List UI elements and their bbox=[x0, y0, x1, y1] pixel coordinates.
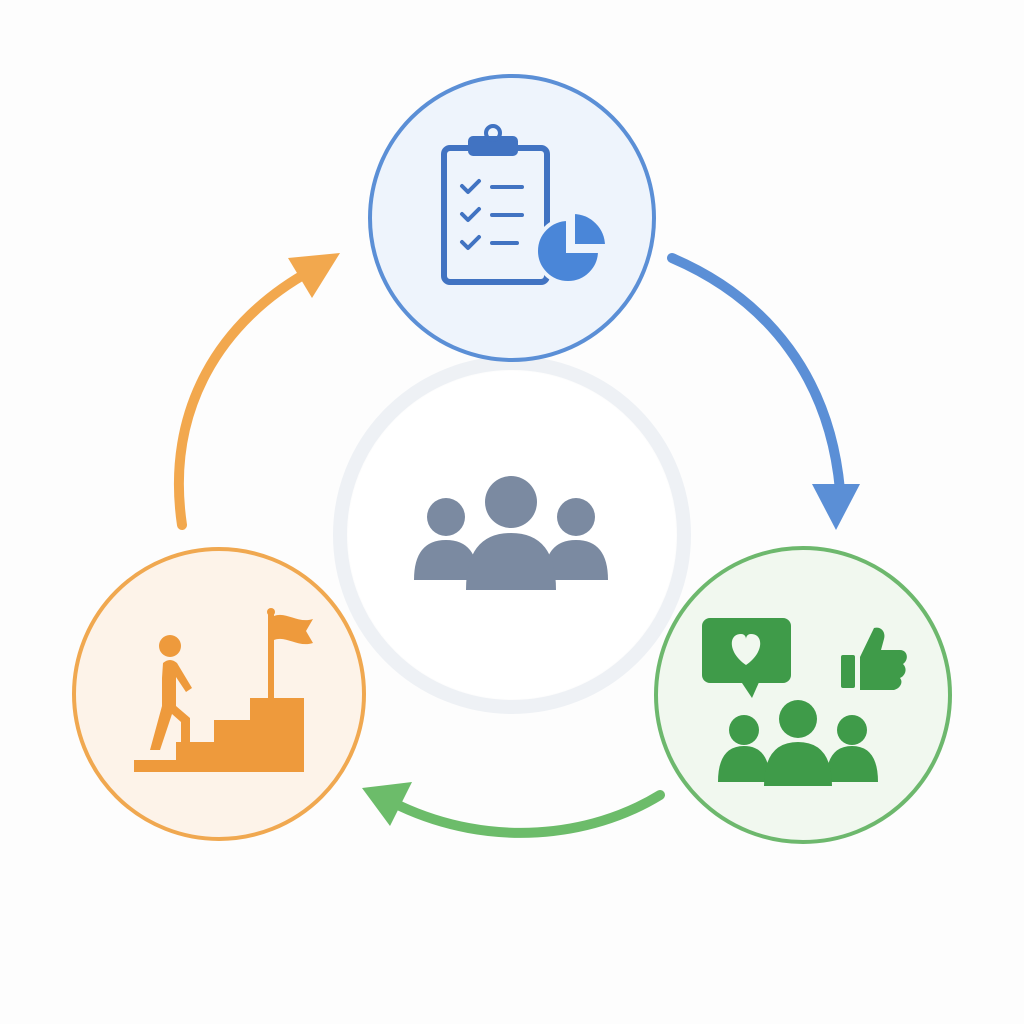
clipboard-checklist-pie-chart-icon bbox=[441, 124, 610, 285]
climbing-stairs-to-flag-icon bbox=[134, 608, 313, 772]
arrow-grow-to-assess bbox=[173, 253, 340, 530]
arrow-engage-to-grow bbox=[362, 782, 665, 838]
team-group-icon bbox=[414, 476, 608, 590]
center-hub bbox=[333, 356, 691, 714]
climbing-person-icon bbox=[150, 635, 192, 750]
thumbs-up-icon bbox=[841, 627, 907, 690]
community-feedback-icon bbox=[702, 618, 907, 786]
node-engage bbox=[654, 546, 952, 844]
heart-speech-bubble-icon bbox=[702, 618, 791, 698]
group-icon bbox=[718, 700, 878, 786]
arrow-assess-to-engage bbox=[667, 253, 860, 530]
flag-icon bbox=[267, 608, 313, 698]
stairs-icon bbox=[134, 698, 304, 772]
node-assess bbox=[368, 74, 656, 362]
node-grow bbox=[72, 547, 366, 841]
